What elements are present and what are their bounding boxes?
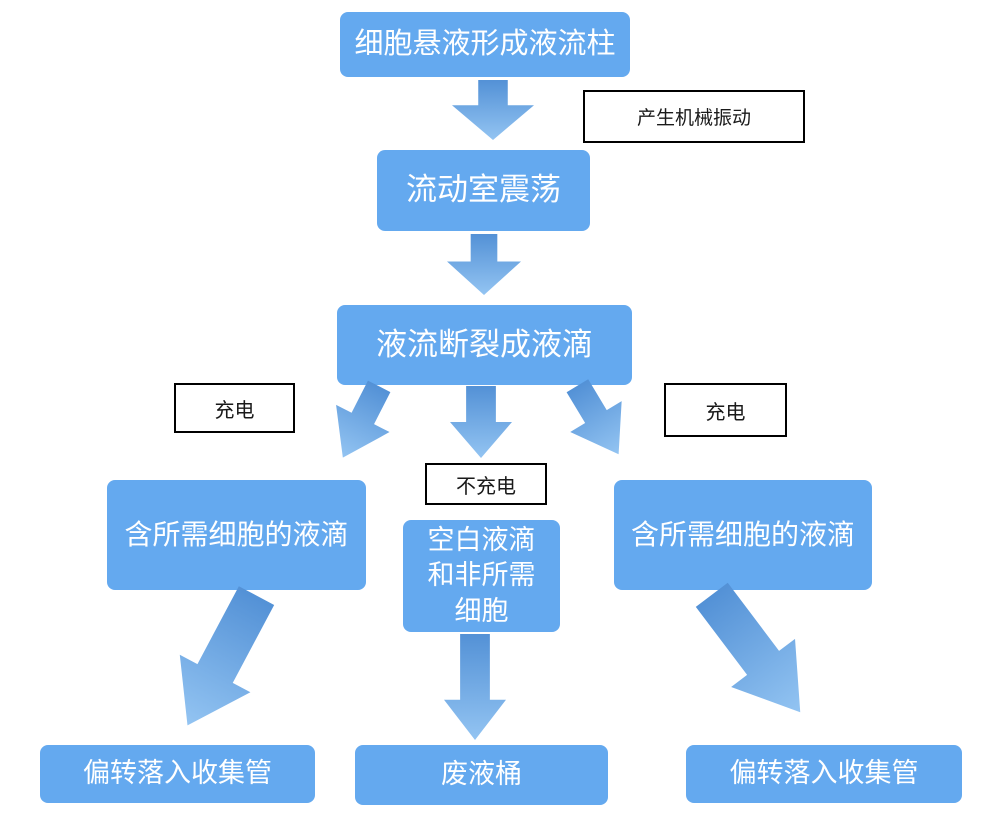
arrow-down-left-icon xyxy=(179,586,275,726)
arrow-down-right-icon xyxy=(695,582,801,713)
arrow-down-icon xyxy=(444,634,506,740)
node-droplets-with-target-cells-left: 含所需细胞的液滴 xyxy=(107,480,366,590)
node-waste-bucket: 废液桶 xyxy=(355,745,608,805)
node-flow-chamber: 流动室震荡 xyxy=(377,150,590,231)
label-no-charge: 不充电 xyxy=(425,463,547,505)
label-charge-right: 充电 xyxy=(664,383,787,437)
arrow-down-icon xyxy=(447,234,521,295)
node-blank-droplets-unwanted-cells: 空白液滴 和非所需 细胞 xyxy=(403,520,560,632)
label-charge-left: 充电 xyxy=(174,383,295,433)
node-stream-breaks-into-droplets: 液流断裂成液滴 xyxy=(337,305,632,385)
arrow-down-right-icon xyxy=(566,379,622,455)
node-deflect-into-collection-tube-left: 偏转落入收集管 xyxy=(40,745,315,803)
node-droplets-with-target-cells-right: 含所需细胞的液滴 xyxy=(614,480,872,590)
arrow-down-icon xyxy=(452,80,534,140)
node-deflect-into-collection-tube-right: 偏转落入收集管 xyxy=(686,745,962,803)
arrow-down-icon xyxy=(450,386,512,458)
label-mechanical-vibration: 产生机械振动 xyxy=(583,90,805,143)
node-cell-suspension: 细胞悬液形成液流柱 xyxy=(340,12,630,77)
arrow-down-left-icon xyxy=(336,380,391,458)
